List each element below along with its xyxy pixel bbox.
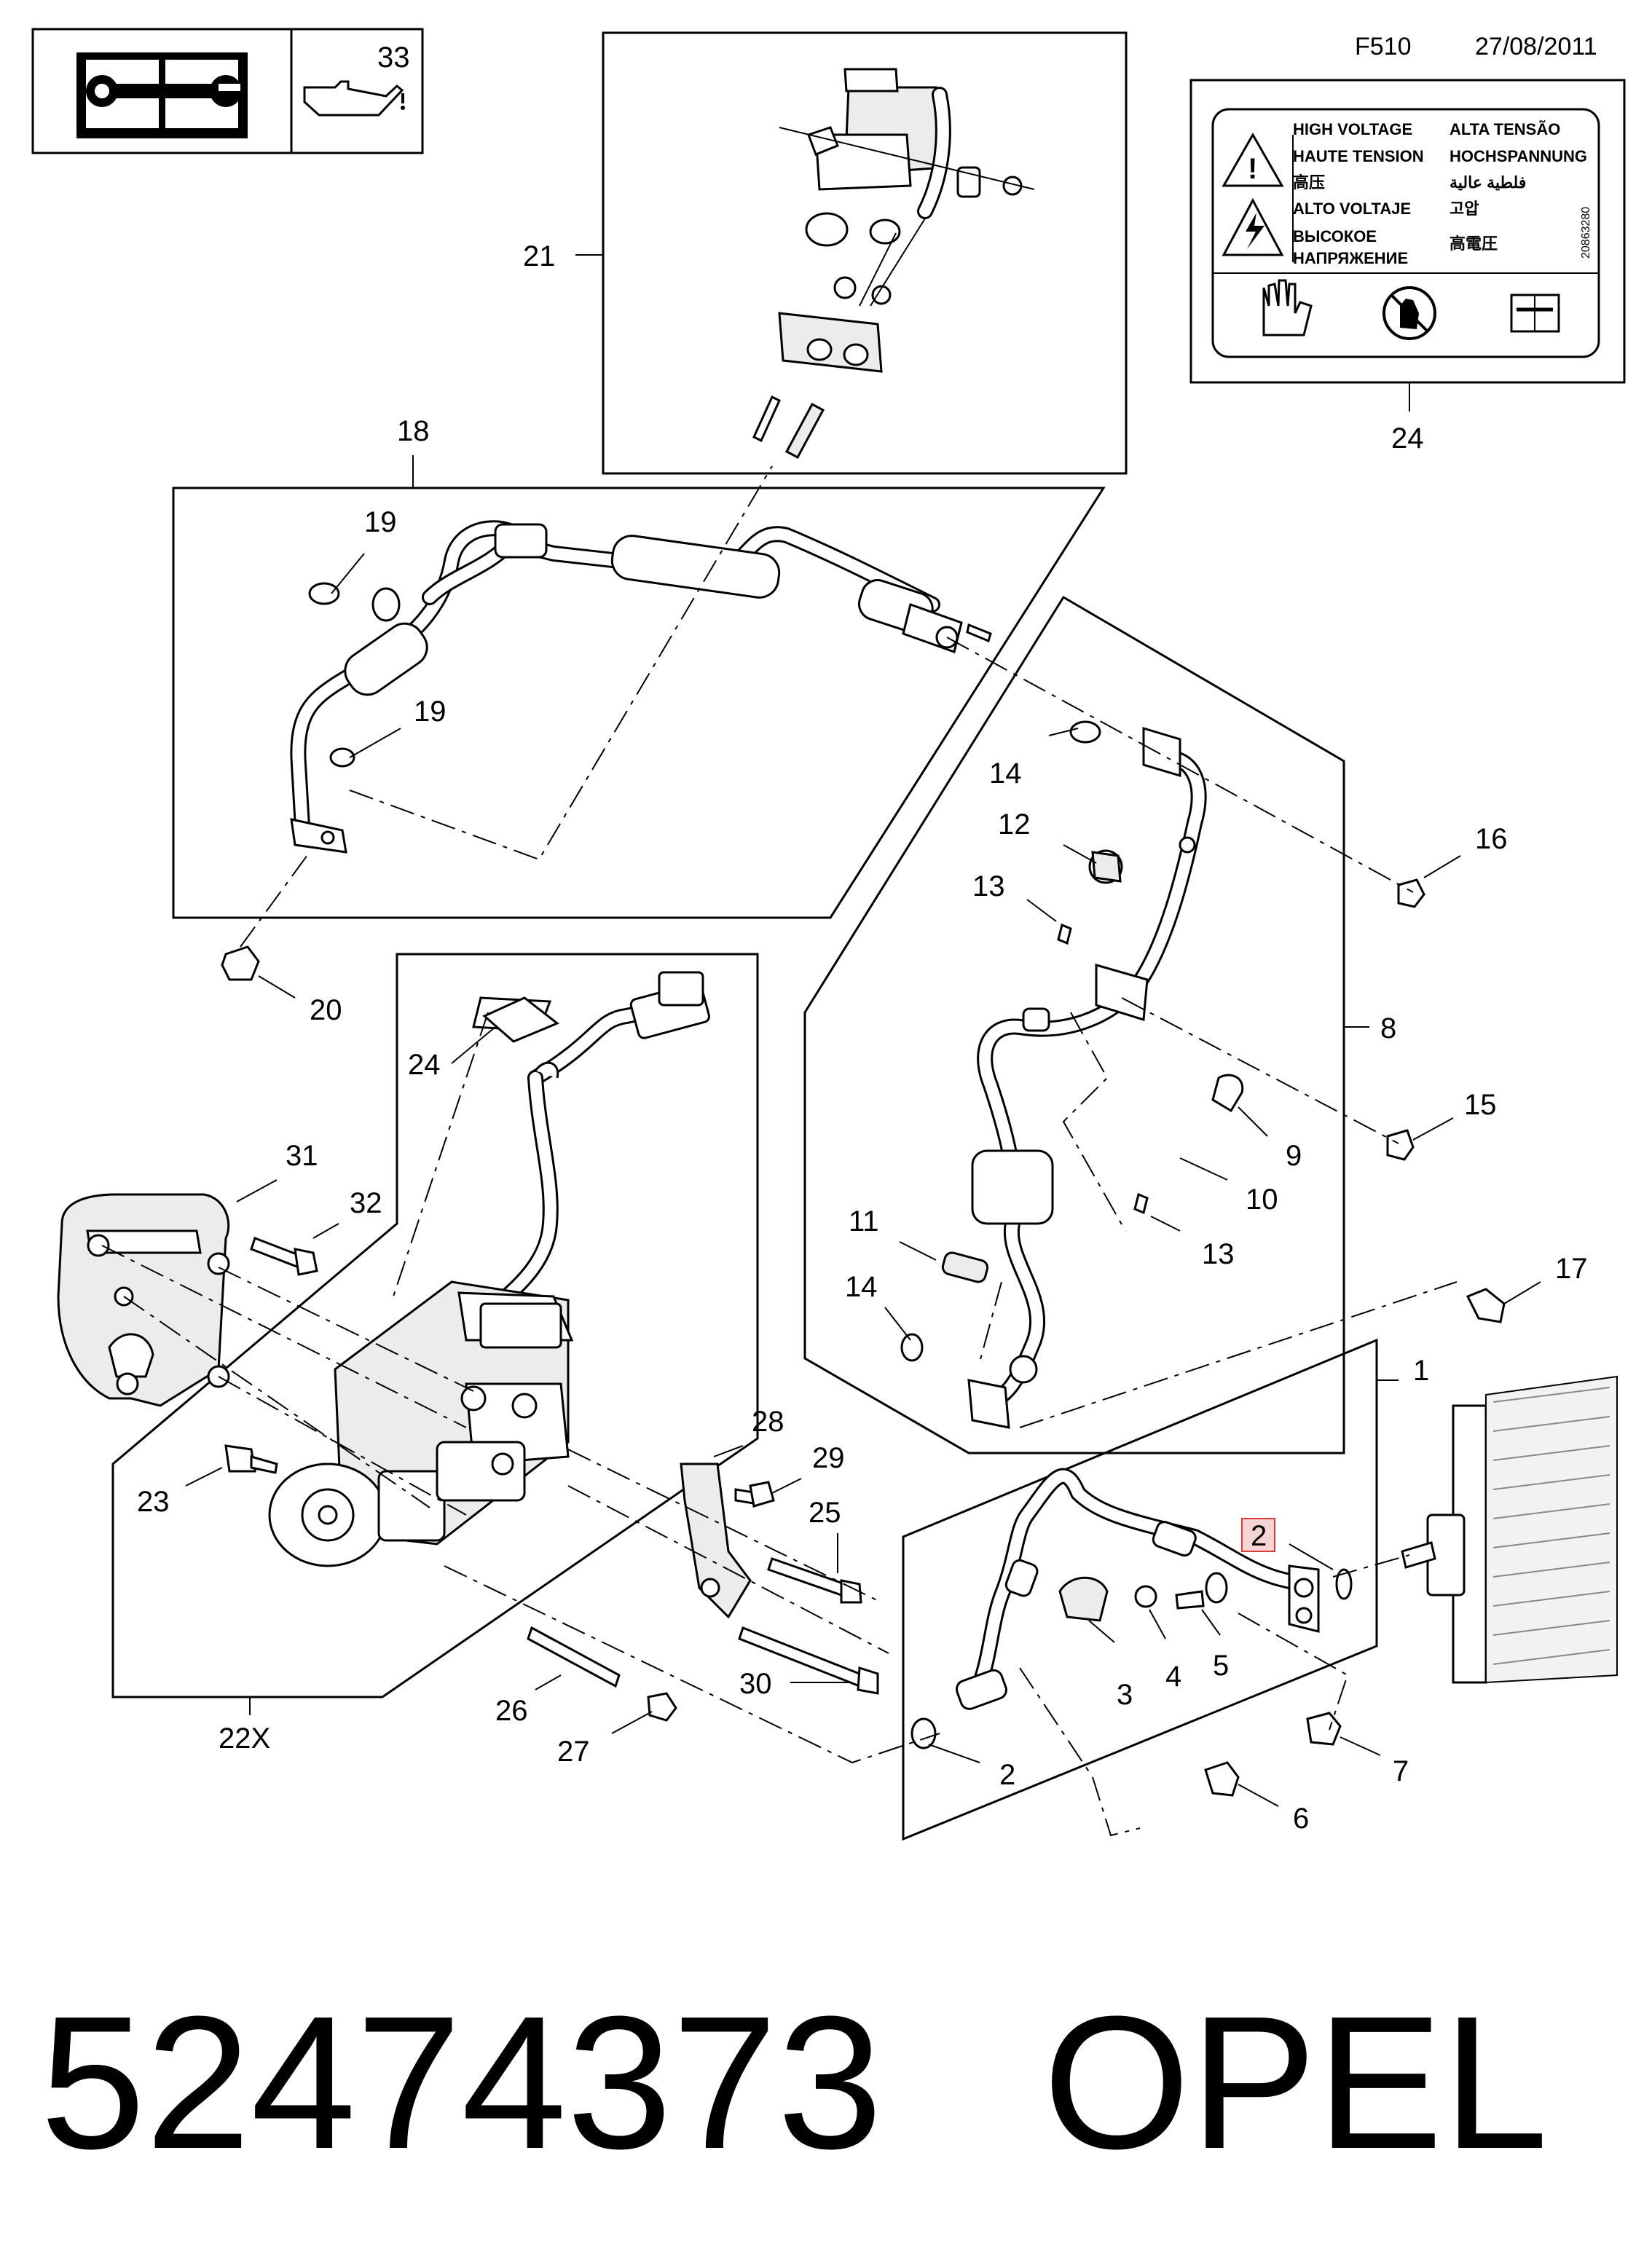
callout-3: 3 <box>1117 1679 1133 1711</box>
suction-hose-group <box>172 465 1106 919</box>
warning-text-2: HAUTE TENSION <box>1293 147 1424 165</box>
callout-21: 21 <box>523 240 556 272</box>
condenser <box>1401 1375 1618 1684</box>
callout-17: 17 <box>1555 1253 1588 1285</box>
callout-6: 6 <box>1293 1803 1309 1835</box>
discharge-hose-group <box>902 1338 1378 1841</box>
highlighted-callout-box <box>1241 1518 1275 1552</box>
callout-4: 4 <box>1165 1661 1181 1693</box>
high-voltage-label-box: ! HIGH VOLTAGE HAUTE TENSION 高压 ALTO VOL… <box>1189 79 1626 384</box>
callout-24-top: 24 <box>1391 422 1424 454</box>
callout-32: 32 <box>350 1187 382 1219</box>
callout-19-bottom: 19 <box>414 696 447 728</box>
callout-23: 23 <box>137 1486 170 1518</box>
diagram-date: 27/08/2011 <box>1475 33 1597 60</box>
callout-14-bottom: 14 <box>845 1271 878 1303</box>
callout-14-top: 14 <box>989 757 1022 790</box>
liquid-line-group <box>803 595 1425 1454</box>
warning-text-5: ВЫСОКОЕ <box>1293 227 1377 245</box>
parts-diagram: F510 27/08/2011 33 ! <box>31 28 1626 1841</box>
callout-1: 1 <box>1413 1355 1429 1387</box>
callout-9: 9 <box>1286 1140 1302 1172</box>
callout-24-bottom: 24 <box>408 1049 441 1081</box>
warning-text-9: فلطية عالية <box>1450 173 1526 192</box>
callout-30: 30 <box>739 1668 772 1700</box>
glove-hand-icon <box>1262 279 1313 336</box>
callout-25: 25 <box>809 1497 841 1529</box>
no-touch-icon <box>1382 286 1436 340</box>
callout-15: 15 <box>1464 1089 1497 1121</box>
expansion-valve-group <box>602 31 1128 475</box>
svg-text:!: ! <box>1248 153 1257 185</box>
callout-13-top: 13 <box>972 870 1005 902</box>
warning-text-10: 고압 <box>1450 200 1479 218</box>
warning-triangle-icon: ! <box>1222 132 1284 187</box>
manual-book-icon <box>1510 294 1560 333</box>
callout-10: 10 <box>1246 1184 1278 1216</box>
callout-5: 5 <box>1213 1650 1229 1682</box>
callout-16: 16 <box>1475 823 1508 855</box>
oil-can-icon <box>303 80 405 117</box>
bolt-17 <box>1466 1288 1506 1323</box>
callout-26: 26 <box>495 1695 528 1727</box>
manual-icon-box: 33 <box>31 28 424 154</box>
warning-text-6: НАПРЯЖЕНИЕ <box>1293 249 1408 267</box>
callout-19-top: 19 <box>364 506 397 538</box>
label-code: 20863280 <box>1580 207 1592 259</box>
bolt-20 <box>221 851 310 981</box>
diagram-code: F510 <box>1355 33 1412 60</box>
callout-11: 11 <box>849 1205 879 1237</box>
callout-7: 7 <box>1393 1755 1409 1787</box>
callout-22x: 22X <box>219 1723 270 1755</box>
repair-manual-icon <box>76 52 248 138</box>
part-number: 52474373 <box>40 1977 883 2189</box>
callout-31: 31 <box>286 1140 318 1172</box>
callout-8: 8 <box>1380 1012 1396 1044</box>
label-24-sticker <box>482 996 559 1043</box>
callout-13-bottom: 13 <box>1202 1238 1235 1270</box>
warning-text-3: 高压 <box>1293 173 1325 192</box>
callout-12: 12 <box>998 808 1031 840</box>
warning-text-11: 高電圧 <box>1450 235 1498 253</box>
oil-callout: 33 <box>377 42 410 74</box>
callout-29: 29 <box>812 1442 845 1474</box>
callout-27: 27 <box>557 1736 590 1768</box>
warning-text-7: ALTA TENSÃO <box>1450 120 1560 138</box>
callout-28: 28 <box>752 1406 784 1438</box>
callout-20: 20 <box>310 994 342 1026</box>
warning-text-1: HIGH VOLTAGE <box>1293 120 1412 138</box>
electric-hazard-icon <box>1222 197 1284 256</box>
callout-2-bottom: 2 <box>999 1759 1015 1791</box>
warning-text-4: ALTO VOLTAJE <box>1293 200 1411 218</box>
callout-18: 18 <box>397 415 430 447</box>
brand-name: OPEL <box>1042 1977 1549 2189</box>
callout-2-top: 2 <box>1251 1520 1267 1552</box>
warning-text-8: HOCHSPANNUNG <box>1450 147 1587 165</box>
part-footer: 52474373 OPEL <box>40 1974 1613 2192</box>
compressor-group <box>57 953 940 1764</box>
